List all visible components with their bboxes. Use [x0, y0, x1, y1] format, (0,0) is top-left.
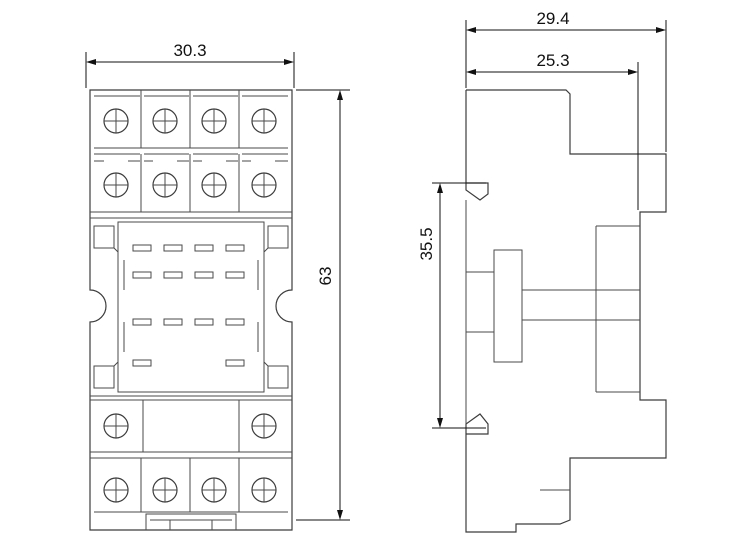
screw-terminal-icon	[103, 477, 129, 503]
side-view	[465, 89, 667, 533]
terminal-row-second	[90, 153, 292, 213]
front-view	[89, 89, 293, 531]
dimension-total-depth: 29.4	[465, 9, 667, 152]
screw-terminal-icon	[251, 477, 277, 503]
dimension-rail-depth-label: 25.3	[536, 51, 569, 70]
screw-terminal-icon	[103, 108, 129, 134]
screw-terminal-icon	[152, 108, 178, 134]
dimension-height: 63	[296, 89, 350, 521]
screw-terminal-icon	[152, 477, 178, 503]
contact-slots	[132, 244, 245, 367]
front-view-outline	[89, 89, 293, 531]
release-clip	[145, 513, 237, 530]
terminal-row-top	[94, 90, 288, 149]
screw-terminal-icon	[152, 172, 178, 198]
dimension-rail-width: 35.5	[417, 182, 486, 429]
side-view-outline	[465, 89, 667, 533]
screw-terminal-icon	[201, 108, 227, 134]
screw-terminal-icon	[103, 172, 129, 198]
screw-terminal-icon	[251, 172, 277, 198]
screw-terminal-icon	[103, 413, 129, 439]
screw-terminal-icon	[251, 413, 277, 439]
dimension-width: 30.3	[85, 41, 295, 88]
screw-terminal-icon	[251, 108, 277, 134]
dimension-total-depth-label: 29.4	[536, 9, 569, 28]
dimension-height-label: 63	[316, 267, 335, 286]
screw-terminal-icon	[201, 477, 227, 503]
dimension-rail-depth: 25.3	[466, 51, 639, 210]
dimension-width-label: 30.3	[173, 41, 206, 60]
relay-socket-area	[93, 221, 289, 393]
screw-terminal-icon	[201, 172, 227, 198]
dimension-rail-width-label: 35.5	[417, 227, 436, 260]
